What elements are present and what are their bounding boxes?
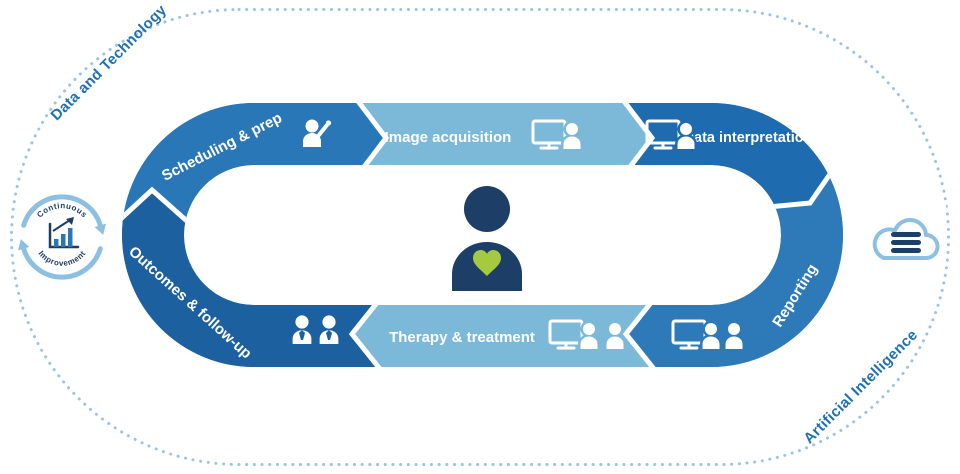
cycle-arrow-top [21, 194, 103, 228]
tie-icon [326, 330, 332, 340]
cycle-arrow-bottom [21, 246, 103, 280]
label-data-interpretation: Data interpretation [684, 130, 813, 146]
label-image-acquisition: Image acquisition [385, 129, 512, 146]
workflow-ring [122, 103, 843, 367]
cloud-data-icon [869, 203, 946, 267]
two-clinicians-icon [292, 315, 339, 344]
data-and-technology-label: Data and Technology [48, 1, 171, 124]
heart-icon [473, 249, 501, 276]
person-raising-hand-icon [303, 119, 332, 147]
cloud-outline [872, 218, 940, 260]
dotted-boundary [10, 8, 950, 466]
segment-reporting [626, 161, 843, 367]
patient-heart-icon [452, 186, 522, 291]
artificial-intelligence-label: Artificial Intelligence [800, 326, 921, 447]
cycle-arrowhead-right [94, 223, 106, 235]
continuous-improvement-icon: Continuous Improvement [15, 190, 109, 284]
label-therapy-treatment: Therapy & treatment [389, 329, 535, 346]
cycle-arrowhead-left [18, 239, 30, 251]
patient-head [464, 186, 510, 232]
segment-therapy-treatment [352, 270, 666, 367]
data-lines [891, 232, 921, 253]
bar-chart-icon [48, 217, 80, 249]
tie-icon [299, 330, 305, 340]
